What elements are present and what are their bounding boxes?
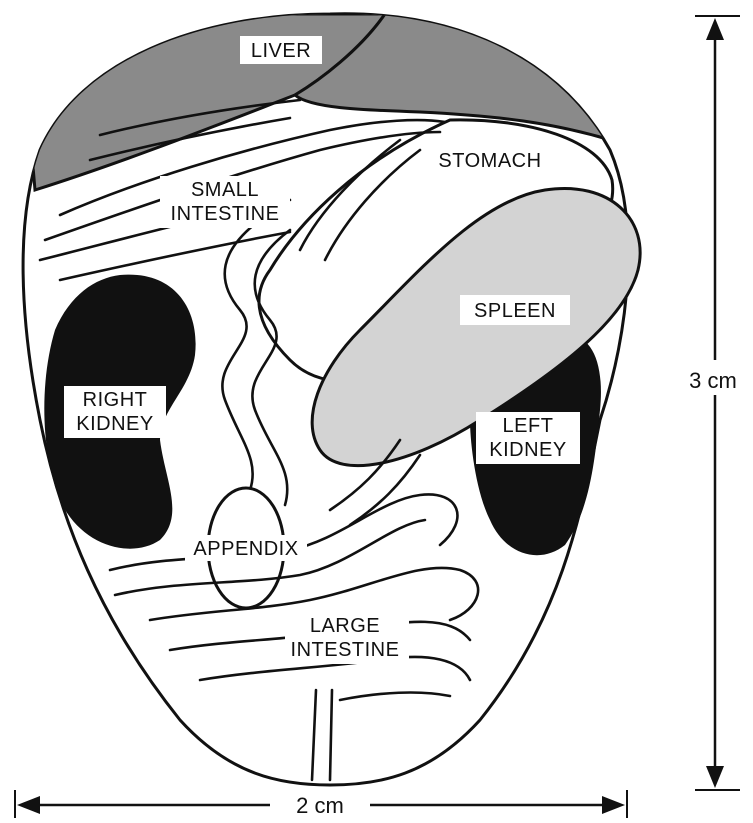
stomach-label: STOMACH [438, 150, 541, 172]
arrow-left-icon [17, 796, 40, 814]
height-label: 3 cm [689, 368, 737, 393]
large-intestine-label-line1: LARGE [310, 615, 380, 637]
arrow-down-icon [706, 766, 724, 788]
height-dimension: 3 cm [689, 16, 740, 790]
liver-label: LIVER [251, 40, 311, 62]
large-intestine-label-line2: INTESTINE [291, 639, 400, 661]
width-label: 2 cm [296, 793, 344, 818]
arrow-right-icon [602, 796, 625, 814]
small-intestine-label-line1: SMALL [191, 179, 259, 201]
spleen-label: SPLEEN [474, 300, 556, 322]
small-intestine-label-line2: INTESTINE [171, 203, 280, 225]
arrow-up-icon [706, 18, 724, 40]
right-kidney-label-line2: KIDNEY [76, 413, 153, 435]
left-kidney-label-line2: KIDNEY [489, 439, 566, 461]
appendix-label: APPENDIX [193, 538, 298, 560]
width-dimension: 2 cm [15, 790, 627, 818]
right-kidney-label-line1: RIGHT [83, 389, 148, 411]
left-kidney-label-line1: LEFT [503, 415, 554, 437]
